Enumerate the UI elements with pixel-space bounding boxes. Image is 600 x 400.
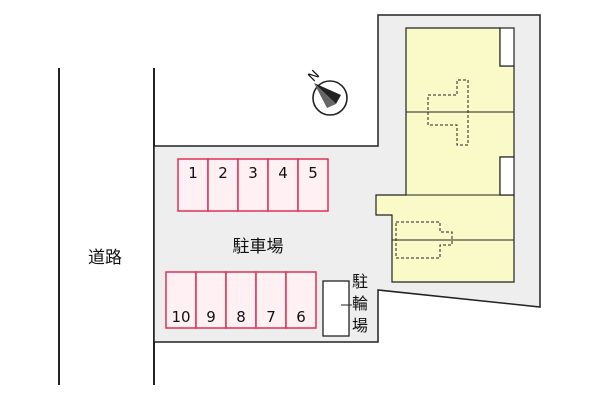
- parking-space: 2: [207, 158, 239, 212]
- parking-space: 7: [255, 271, 287, 329]
- parking-space: 9: [195, 271, 227, 329]
- balcony: [499, 156, 515, 196]
- compass-north-label: N: [306, 68, 323, 85]
- parking-space-number: 4: [278, 164, 288, 182]
- bicycle-parking-label-1: 駐: [352, 272, 368, 291]
- parking-row-bottom: 10 9 8 7 6: [165, 271, 317, 329]
- parking-space: 4: [267, 158, 299, 212]
- parking-row-top: 1 2 3 4 5: [177, 158, 329, 212]
- stair-outline: [427, 79, 469, 146]
- parking-space-number: 6: [296, 308, 306, 326]
- parking-space: 5: [297, 158, 329, 212]
- road-label: 道路: [88, 248, 122, 268]
- parking-space: 6: [285, 271, 317, 329]
- road: 道路: [58, 68, 155, 385]
- parking-space: 3: [237, 158, 269, 212]
- bicycle-parking-area: [322, 280, 350, 337]
- balcony: [499, 27, 515, 67]
- stair-outline: [395, 221, 453, 259]
- parking-space-number: 10: [171, 308, 190, 326]
- bicycle-parking: 駐 輪 場: [322, 272, 368, 337]
- parking-space-number: 9: [206, 308, 216, 326]
- parking-space: 1: [177, 158, 209, 212]
- parking-space-number: 8: [236, 308, 246, 326]
- bicycle-parking-label-2: 輪: [352, 294, 368, 313]
- compass-icon: N: [306, 68, 348, 116]
- parking-space-number: 7: [266, 308, 276, 326]
- parking-space-number: 3: [248, 164, 258, 182]
- apartment-building: [375, 27, 515, 283]
- parking-lot-label: 駐車場: [233, 237, 284, 257]
- bicycle-parking-label-3: 場: [352, 316, 368, 335]
- parking-space: 10: [165, 271, 197, 329]
- parking-space-number: 1: [188, 164, 198, 182]
- parking-space: 8: [225, 271, 257, 329]
- parking-space-number: 2: [218, 164, 228, 182]
- parking-space-number: 5: [308, 164, 318, 182]
